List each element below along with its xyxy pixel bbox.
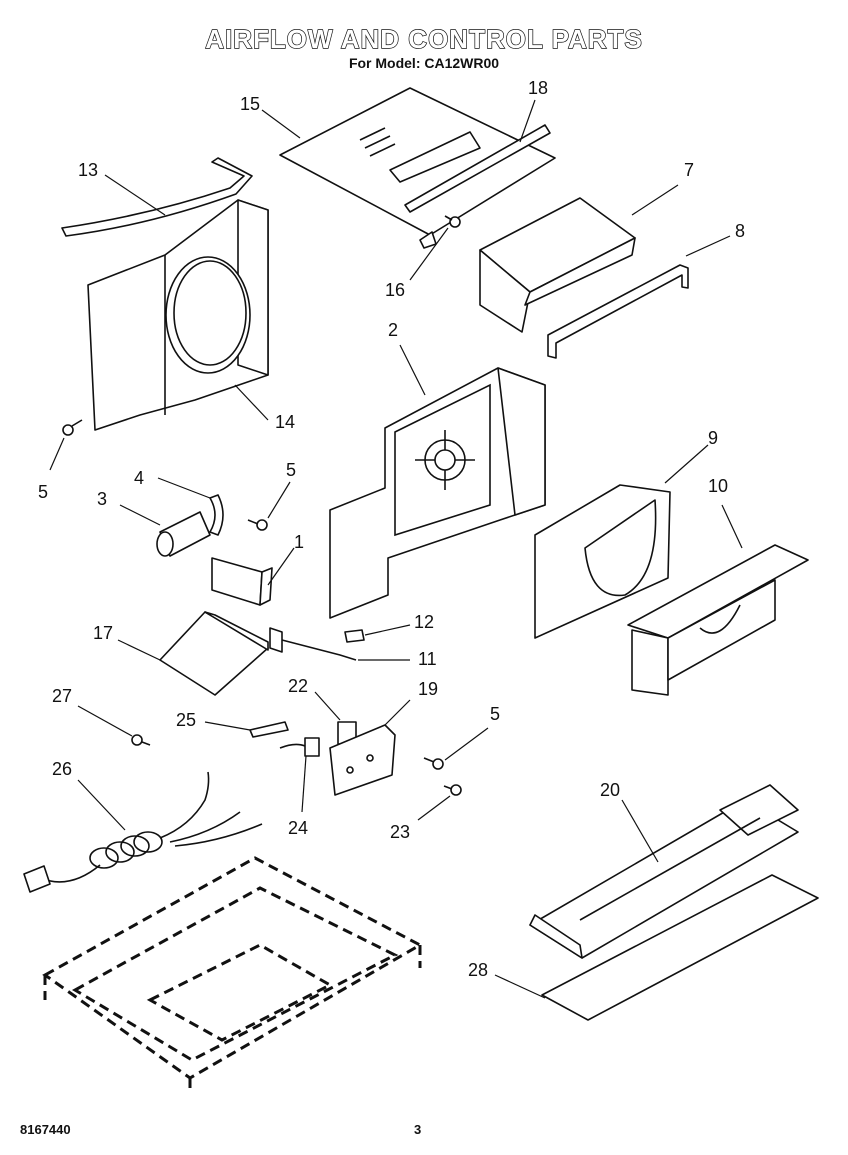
part-25-sleeve xyxy=(249,721,289,738)
part-5-screw-center xyxy=(247,519,268,531)
callout-17: 17 xyxy=(93,623,113,643)
part-9-blower-scroll xyxy=(534,484,671,639)
callout-labels: 15 18 16 7 8 13 14 5 4 3 5 1 2 9 10 17 1… xyxy=(38,78,745,980)
part-23-screw xyxy=(443,784,462,796)
callout-24: 24 xyxy=(288,818,308,838)
part-18-seal-strip xyxy=(404,124,551,213)
callout-1: 1 xyxy=(294,532,304,552)
callout-5-right: 5 xyxy=(490,704,500,724)
leader-lines xyxy=(49,99,743,999)
callout-28: 28 xyxy=(468,960,488,980)
page-number: 3 xyxy=(414,1122,422,1137)
callout-4: 4 xyxy=(134,468,144,488)
part-28-filter xyxy=(541,874,819,1021)
callout-7: 7 xyxy=(684,160,694,180)
part-26-power-cord xyxy=(23,771,263,893)
part-24-switch-assembly xyxy=(279,737,320,757)
callout-3: 3 xyxy=(97,489,107,509)
part-20-condensate-tray xyxy=(529,784,799,959)
part-1-insulation-block xyxy=(211,557,273,606)
part-19-control-panel xyxy=(329,724,396,796)
part-15-top-cover xyxy=(279,87,556,249)
model-subtitle: For Model: CA12WR00 xyxy=(348,55,500,71)
callout-27: 27 xyxy=(52,686,72,706)
part-10-air-discharge xyxy=(627,544,809,696)
callout-5-center: 5 xyxy=(286,460,296,480)
part-5-screw-right xyxy=(423,757,444,770)
callout-19: 19 xyxy=(418,679,438,699)
part-2-partition-panel xyxy=(329,367,546,619)
part-17-control-bracket xyxy=(159,611,269,696)
part-12-connector xyxy=(344,629,365,643)
part-4-capacitor-strap xyxy=(209,494,224,536)
callout-14: 14 xyxy=(275,412,295,432)
callout-16: 16 xyxy=(385,280,405,300)
part-13-gasket xyxy=(61,157,253,237)
callout-25: 25 xyxy=(176,710,196,730)
page-title: AIRFLOW AND CONTROL PARTS xyxy=(204,23,643,54)
part-11-thermostat xyxy=(269,627,357,661)
callout-5-left: 5 xyxy=(38,482,48,502)
callout-8: 8 xyxy=(735,221,745,241)
part-5-screw-left xyxy=(62,419,83,436)
part-16-screw xyxy=(444,215,461,228)
callout-18: 18 xyxy=(528,78,548,98)
part-27-ground-screw xyxy=(131,734,151,746)
callout-2: 2 xyxy=(388,320,398,340)
callout-13: 13 xyxy=(78,160,98,180)
part-14-fan-shroud xyxy=(87,199,269,431)
part-7-control-cover xyxy=(479,197,636,333)
base-pan-reference xyxy=(42,856,424,1088)
callout-9: 9 xyxy=(708,428,718,448)
callout-26: 26 xyxy=(52,759,72,779)
callout-10: 10 xyxy=(708,476,728,496)
callout-20: 20 xyxy=(600,780,620,800)
callout-15: 15 xyxy=(240,94,260,114)
document-number: 8167440 xyxy=(20,1122,71,1137)
callout-23: 23 xyxy=(390,822,410,842)
callout-12: 12 xyxy=(414,612,434,632)
callout-11: 11 xyxy=(418,649,437,669)
callout-22: 22 xyxy=(288,676,308,696)
part-3-capacitor xyxy=(156,511,211,557)
part-8-bracket-bar xyxy=(547,264,689,359)
